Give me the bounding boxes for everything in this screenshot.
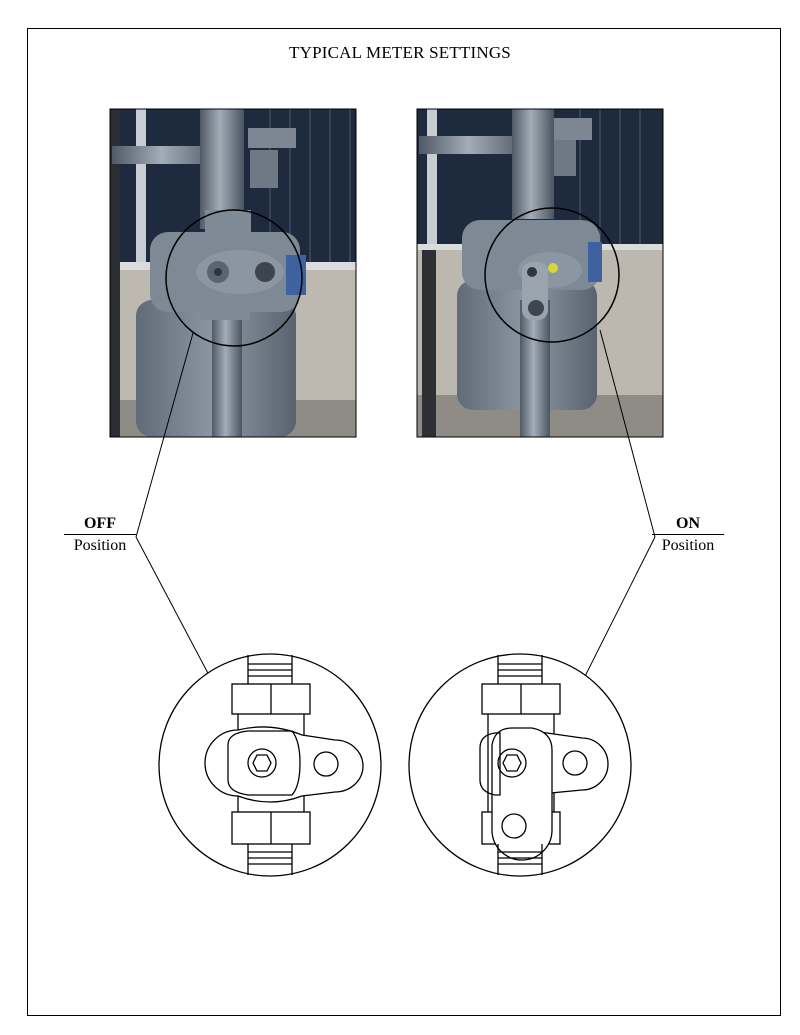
off-position-text: Position xyxy=(73,537,127,554)
off-label-rule xyxy=(64,534,136,535)
page-border xyxy=(27,28,781,1016)
off-position-label: OFF Position xyxy=(64,514,136,555)
on-position-label: ON Position xyxy=(652,514,724,555)
photo-on xyxy=(417,109,663,437)
off-state-text: OFF xyxy=(84,515,116,532)
on-position-text: Position xyxy=(661,537,715,554)
off-valve-detail xyxy=(158,653,382,877)
on-valve-detail xyxy=(408,653,632,877)
photo-off xyxy=(110,109,356,437)
on-label-rule xyxy=(652,534,724,535)
on-state-text: ON xyxy=(676,515,700,532)
page-title: TYPICAL METER SETTINGS xyxy=(289,43,511,62)
